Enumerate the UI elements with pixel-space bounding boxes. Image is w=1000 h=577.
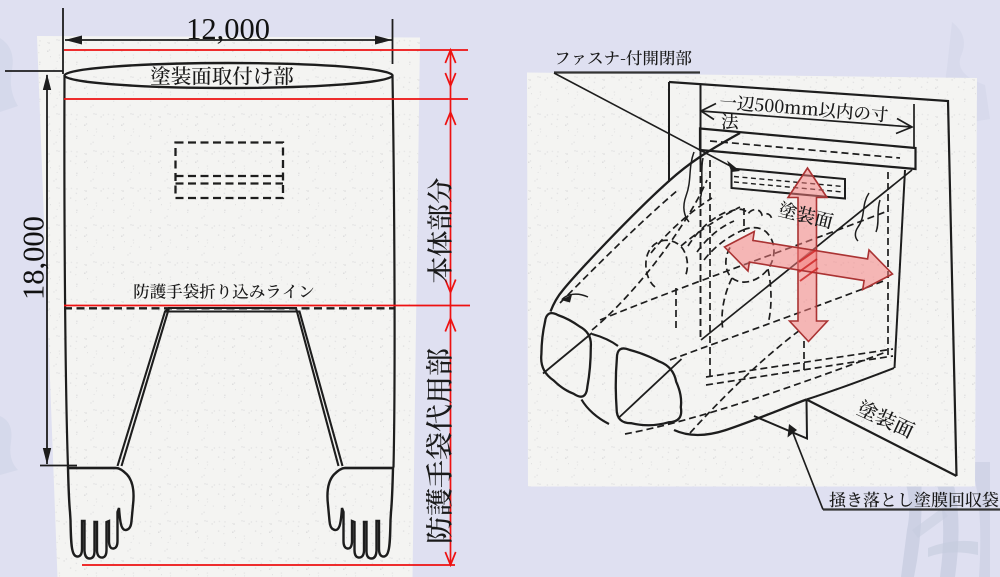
svg-text:18,000: 18,000 — [17, 216, 51, 300]
svg-text:12,000: 12,000 — [186, 12, 270, 46]
